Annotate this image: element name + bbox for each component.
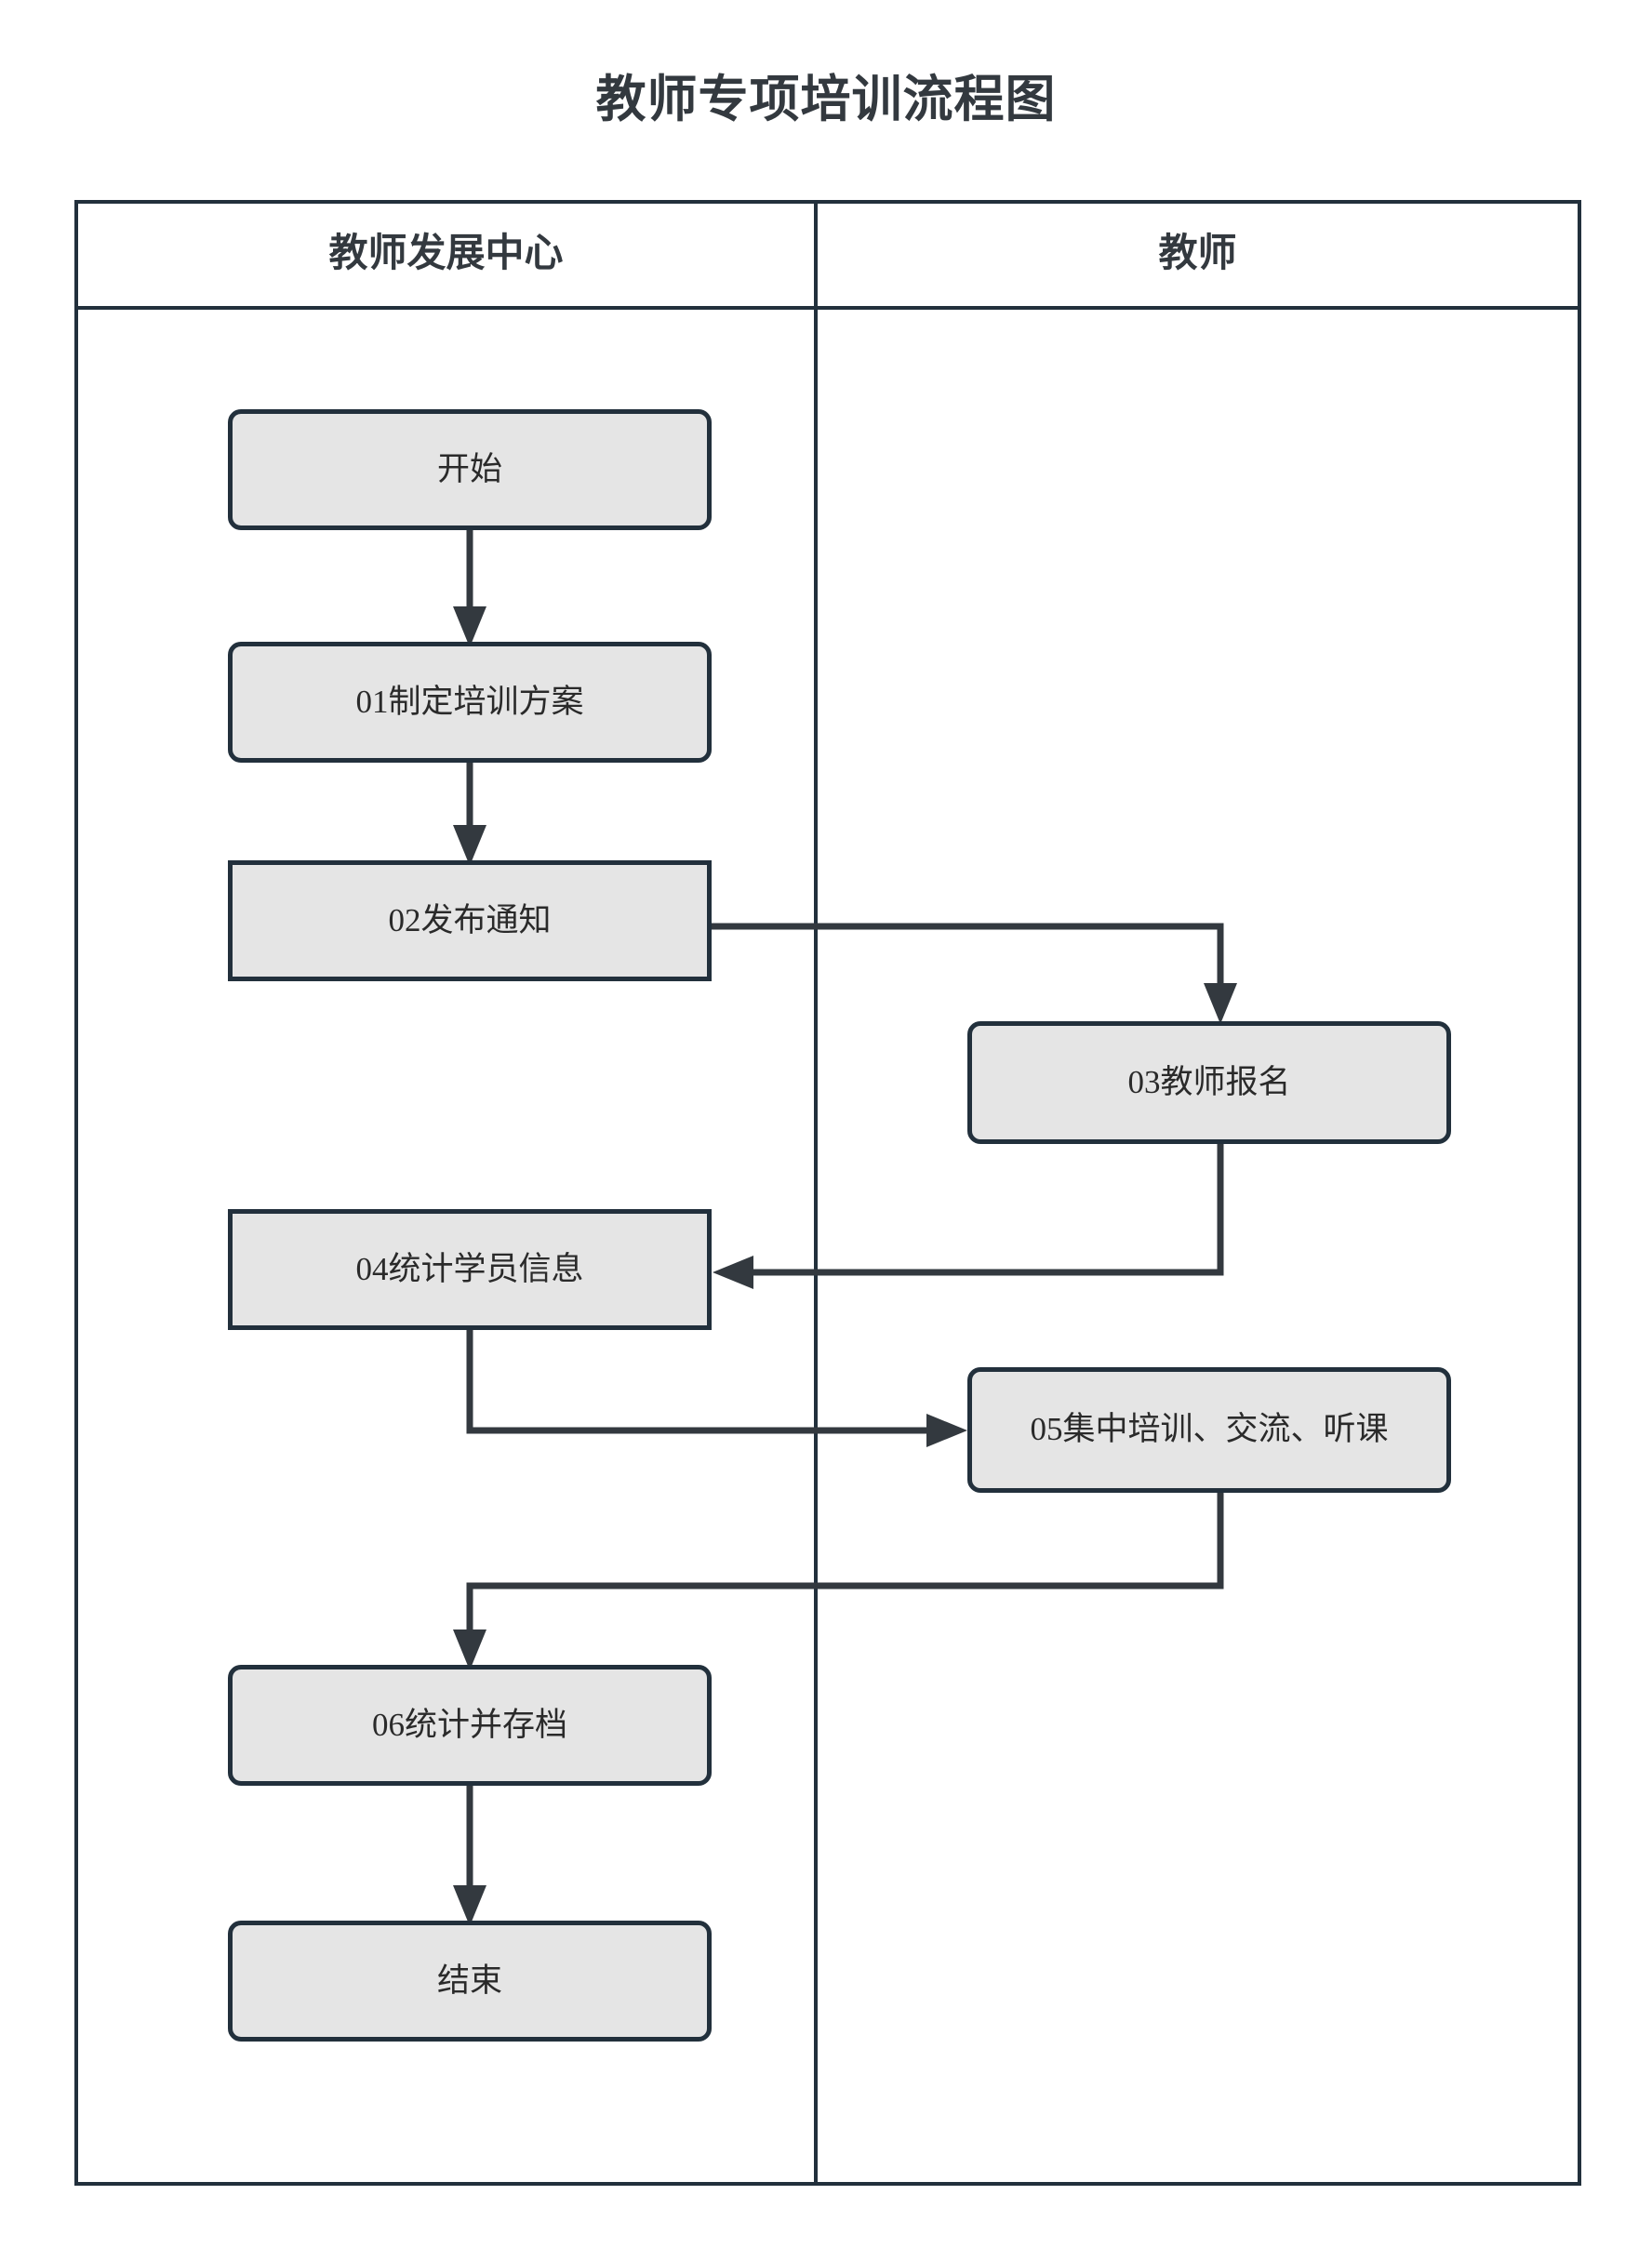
lane-header-divider (74, 306, 1581, 310)
diagram-frame (74, 200, 1581, 2186)
node-end[interactable]: 结束 (228, 1921, 712, 2042)
node-step-06[interactable]: 06统计并存档 (228, 1665, 712, 1786)
lane-vertical-divider (814, 200, 818, 2186)
node-start[interactable]: 开始 (228, 409, 712, 530)
node-step-05[interactable]: 05集中培训、交流、听课 (967, 1367, 1451, 1493)
node-step-04[interactable]: 04统计学员信息 (228, 1209, 712, 1330)
node-step-03[interactable]: 03教师报名 (967, 1021, 1451, 1144)
node-step-01[interactable]: 01制定培训方案 (228, 642, 712, 763)
node-step-02[interactable]: 02发布通知 (228, 860, 712, 981)
page-title: 教师专项培训流程图 (595, 72, 1057, 127)
lane-header-teacher-development-center: 教师发展中心 (328, 231, 564, 274)
lane-header-teacher: 教师 (1158, 231, 1237, 274)
